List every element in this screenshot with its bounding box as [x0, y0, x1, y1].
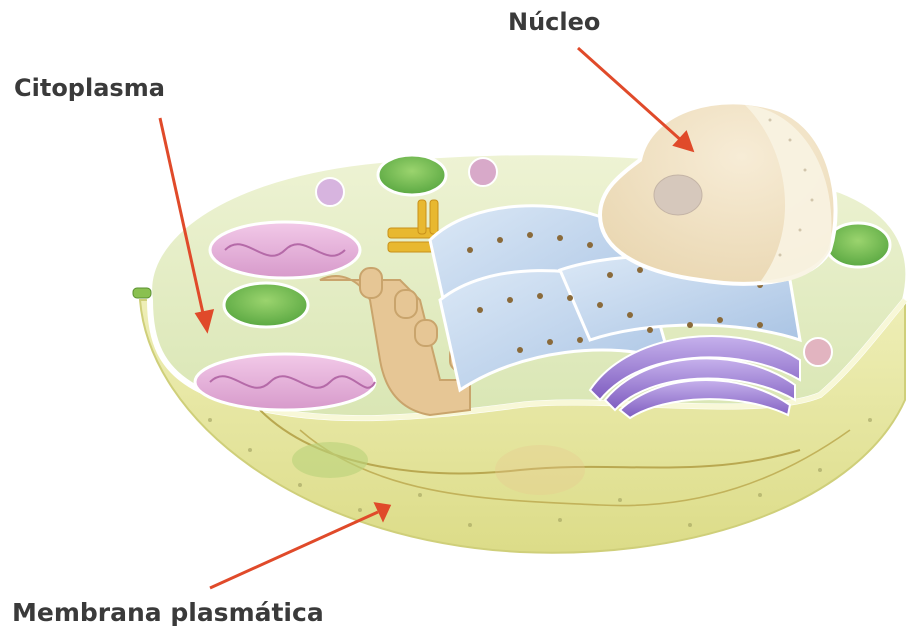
- arrow-nucleus: [578, 48, 692, 150]
